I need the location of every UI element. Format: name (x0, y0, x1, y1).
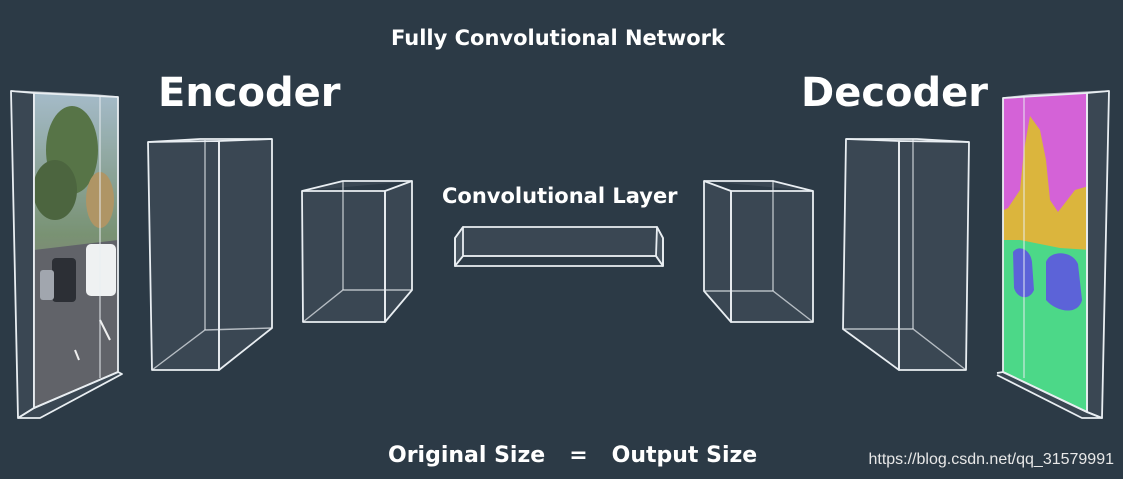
input-photo (34, 93, 118, 408)
diagram-title: Fully Convolutional Network (390, 26, 725, 50)
decoder-block-small (703, 180, 814, 323)
output-segmentation-slab (996, 90, 1110, 419)
encoder-label: Encoder (158, 70, 341, 116)
encoder-block-small (301, 180, 413, 323)
size-equation: Original Size = Output Size (388, 443, 757, 468)
watermark-url: https://blog.csdn.net/qq_31579991 (868, 451, 1114, 468)
encoder-block-large (147, 138, 273, 371)
decoder-label: Decoder (801, 70, 989, 116)
output-size-label: Output Size (611, 443, 758, 468)
convolutional-layer-label: Convolutional Layer (442, 184, 678, 208)
decoder-block-large (842, 138, 970, 371)
input-image-slab (10, 90, 123, 419)
equals-sign: = (569, 443, 588, 468)
segmentation-map (1003, 93, 1087, 412)
convolutional-layer-slab (454, 226, 664, 267)
original-size-label: Original Size (388, 443, 546, 468)
